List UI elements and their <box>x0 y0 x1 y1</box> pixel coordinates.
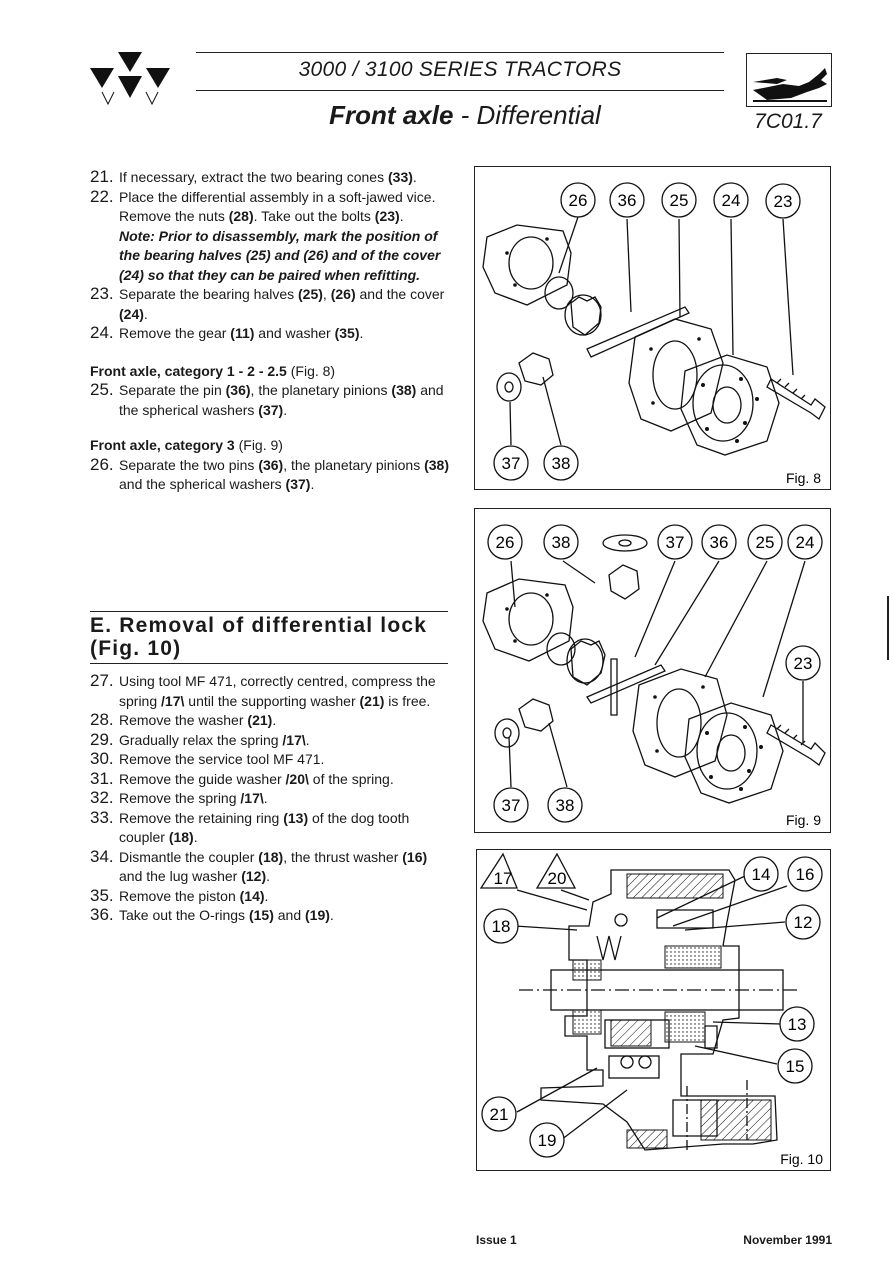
callout-24: 24 <box>722 191 741 210</box>
figure-9-caption: Fig. 9 <box>786 812 821 828</box>
step-27: 27.Using tool MF 471, correctly centred,… <box>90 671 436 709</box>
callout-36: 36 <box>618 191 637 210</box>
step-28: 28.Remove the washer (21). <box>90 710 277 729</box>
step-30: 30.Remove the service tool MF 471. <box>90 749 325 768</box>
step-25: 25.Separate the pin (36), the planetary … <box>90 380 444 418</box>
brand-logo <box>88 50 172 106</box>
subsection-category-3: Front axle, category 3 (Fig. 9) <box>90 437 283 453</box>
step-26: 26.Separate the two pins (36), the plane… <box>90 454 449 493</box>
figure-8-caption: Fig. 8 <box>786 470 821 486</box>
figure-9: 26 38 37 36 25 24 23 37 38 Fig. 9 <box>474 508 831 833</box>
step-33: 33.Remove the retaining ring (13) of the… <box>90 807 410 846</box>
section-e-title: E. Removal of differential lock (Fig. 10… <box>90 614 450 660</box>
callout-19: 19 <box>538 1131 557 1150</box>
callout-37: 37 <box>502 454 521 473</box>
page-title: Front axle - Differential <box>240 100 690 131</box>
step-36: 36.Take out the O-rings (15) and (19). <box>90 905 334 924</box>
step-21: 21.If necessary, extract the two bearing… <box>90 167 417 186</box>
disassembly-note: Note: Prior to disassembly, mark the pos… <box>119 227 441 283</box>
callout-26: 26 <box>496 533 515 552</box>
step-22: 22.Place the differential assembly in a … <box>90 186 436 225</box>
callout-37: 37 <box>666 533 685 552</box>
section-e-rule-bottom <box>90 663 448 664</box>
callout-13: 13 <box>788 1015 807 1034</box>
step-32: 32.Remove the spring /17\. <box>90 788 268 807</box>
figure-10-caption: Fig. 10 <box>780 1151 823 1167</box>
step-24: 24.Remove the gear (11) and washer (35). <box>90 323 364 342</box>
callout-16: 16 <box>796 865 815 884</box>
header-rule-top <box>196 52 724 53</box>
margin-mark <box>887 596 889 660</box>
callout-26: 26 <box>569 191 588 210</box>
series-title: 3000 / 3100 SERIES TRACTORS <box>298 58 622 81</box>
callout-38-lower: 38 <box>556 796 575 815</box>
steps-block-e: 27.Using tool MF 471, correctly centred,… <box>90 671 452 926</box>
callout-23: 23 <box>794 654 813 673</box>
callout-24: 24 <box>796 533 815 552</box>
step-29: 29.Gradually relax the spring /17\. <box>90 729 310 749</box>
callout-25: 25 <box>670 191 689 210</box>
callout-38: 38 <box>552 533 571 552</box>
header-rule-bottom <box>196 90 724 91</box>
callout-18: 18 <box>492 917 511 936</box>
footer-date: November 1991 <box>743 1233 832 1247</box>
subsection-category-1: Front axle, category 1 - 2 - 2.5 (Fig. 8… <box>90 362 336 379</box>
step-23: 23.Separate the bearing halves (25), (26… <box>90 284 445 322</box>
step-35: 35.Remove the piston (14). <box>90 885 269 905</box>
callout-21: 21 <box>490 1105 509 1124</box>
step-31: 31.Remove the guide washer /20\ of the s… <box>90 768 394 788</box>
callout-15: 15 <box>786 1057 805 1076</box>
callout-12: 12 <box>794 913 813 932</box>
callout-37-lower: 37 <box>502 796 521 815</box>
callout-38: 38 <box>552 454 571 473</box>
callout-20: 20 <box>548 869 567 888</box>
page-code: 7C01.7 <box>754 110 822 133</box>
step-34: 34.Dismantle the coupler (18), the thrus… <box>90 846 428 885</box>
section-e-title-line2: (Fig. 10) <box>90 637 182 660</box>
callout-25: 25 <box>756 533 775 552</box>
figure-8: 26 36 25 24 23 37 38 Fig. 8 <box>474 166 831 490</box>
title-bold: Front axle <box>329 100 454 130</box>
footer-issue: Issue 1 <box>476 1233 517 1247</box>
callout-14: 14 <box>752 865 771 884</box>
title-rest: - Differential <box>453 100 601 130</box>
wrench-hand-icon <box>746 53 832 107</box>
figure-10: 17 20 14 16 18 12 13 15 21 19 Fig. 10 <box>476 849 831 1171</box>
callout-36: 36 <box>710 533 729 552</box>
steps-block-a: 21.If necessary, extract the two bearing… <box>90 167 452 495</box>
section-e-rule-top <box>90 611 448 612</box>
callout-17: 17 <box>494 869 513 888</box>
callout-23: 23 <box>774 192 793 211</box>
section-e-title-line1: E. Removal of differential lock <box>90 614 428 637</box>
